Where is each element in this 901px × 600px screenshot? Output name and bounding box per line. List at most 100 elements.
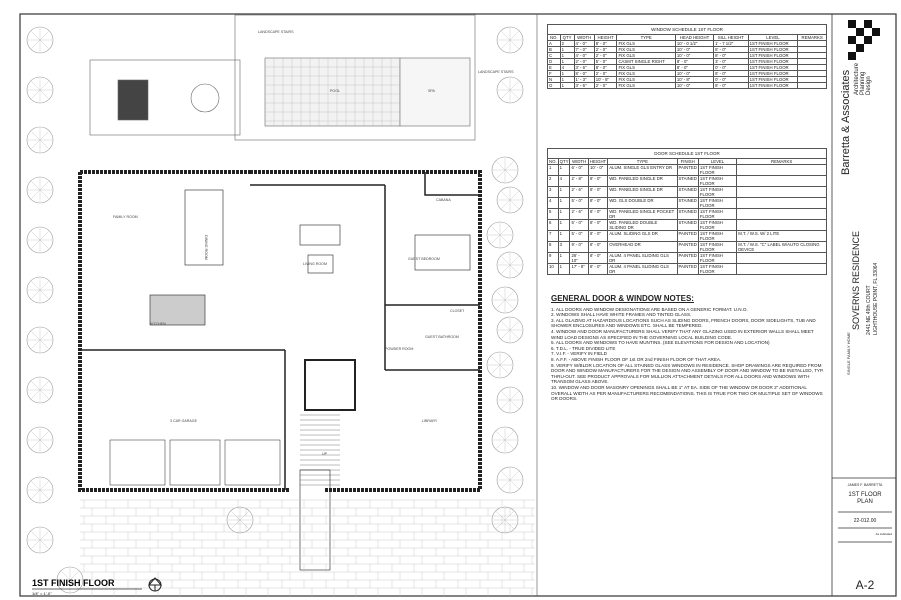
sheet-border bbox=[19, 13, 897, 597]
table-cell: 1ST FINISH FLOOR bbox=[697, 252, 738, 264]
door-schedule-title: DOOR SCHEDULE 1ST FLOOR bbox=[547, 148, 827, 158]
firm-sub: Design bbox=[866, 76, 872, 95]
room-label-guest-bathroom: GUEST BATHROOM bbox=[425, 335, 459, 339]
table-cell: 2' - 0" bbox=[593, 82, 618, 89]
driveway-paving bbox=[80, 499, 535, 596]
table-cell: 5 bbox=[547, 208, 559, 220]
room-label-closet: CLOSET bbox=[450, 309, 465, 313]
firm-name: Barretta & Associates bbox=[840, 69, 852, 175]
room-label-family: FAMILY ROOM bbox=[113, 215, 138, 219]
table-cell: FIX GLS bbox=[616, 82, 676, 89]
column-header: WIDTH bbox=[569, 158, 589, 165]
note-item: 9. VERIFY W/BLDR LOCATION OF ALL STAINED… bbox=[551, 362, 824, 385]
note-item: 8. A.F.F. - ABOVE FINISH FLOOR OF 1st OR… bbox=[551, 356, 722, 362]
table-cell: M.T. / W.S. W/ 2 LITE bbox=[736, 230, 827, 242]
room-label-pool: POOL bbox=[330, 89, 340, 93]
table-cell: WD. PANELED SINGLE DR bbox=[607, 175, 678, 187]
column-header: HEAD HEIGHT bbox=[674, 34, 715, 41]
room-label-cabana: CABANA bbox=[436, 198, 451, 202]
table-cell: 4 bbox=[547, 197, 559, 209]
table-cell: PAINTED bbox=[676, 241, 699, 253]
tree-icon bbox=[26, 176, 54, 204]
room-label-kitchen: KITCHEN bbox=[150, 322, 166, 326]
room-label-landscape-stairs: LANDSCAPE STAIRS bbox=[258, 30, 294, 34]
tree-icon bbox=[26, 326, 54, 354]
table-cell: 3 bbox=[557, 241, 571, 253]
table-cell: 2' - 6" bbox=[569, 186, 589, 198]
tree-icon bbox=[486, 221, 514, 249]
tree-icon bbox=[26, 126, 54, 154]
column-header: HEIGHT bbox=[593, 34, 618, 41]
room-label-living: LIVING ROOM bbox=[303, 262, 327, 266]
note-item: 2. WINDOWS SHALL HAVE WHITE FRAMES AND T… bbox=[551, 312, 692, 318]
note-item: 4. WINDOW AND DOOR MANUFACTURERS SHALL V… bbox=[551, 328, 814, 340]
table-cell: 1ST FINISH FLOOR bbox=[697, 197, 738, 209]
table-cell: O bbox=[547, 82, 561, 89]
table-cell: 8' - 0" bbox=[587, 186, 609, 198]
project-address-1: 2441 NE 49th COURT bbox=[866, 285, 872, 335]
window-schedule-title: WINDOW SCHEDULE 1ST FLOOR bbox=[547, 24, 827, 34]
table-cell bbox=[797, 82, 827, 89]
tree-icon bbox=[496, 251, 524, 279]
column-header: NO. bbox=[547, 158, 559, 165]
table-cell: ALUM. SINGLE GLS ENTRY DR bbox=[607, 164, 678, 176]
table-cell: STAINED bbox=[676, 219, 699, 231]
table-cell: 9 bbox=[547, 252, 559, 264]
table-cell: STAINED bbox=[676, 197, 699, 209]
table-cell: WD. PANELED SINGLE DR bbox=[607, 186, 678, 198]
room-label-guest-bedroom: GUEST BEDROOM bbox=[408, 257, 440, 261]
table-cell: 1 bbox=[557, 197, 571, 209]
project-address-2: LIGHTHOUSE POINT, FL 33064 bbox=[873, 262, 879, 335]
table-cell: 1ST FINISH FLOOR bbox=[697, 208, 738, 220]
tree-icon bbox=[496, 26, 524, 54]
table-cell: PAINTED bbox=[676, 164, 699, 176]
table-cell: 3 bbox=[547, 186, 559, 198]
table-cell: 1 bbox=[557, 164, 571, 176]
table-cell: WD. PANELED SINGLE POCKET DR bbox=[607, 208, 678, 220]
tree-icon bbox=[26, 376, 54, 404]
table-cell: 8' - 0" bbox=[587, 197, 609, 209]
project-name: SOVERNS RESIDENCE bbox=[851, 230, 861, 330]
tree-icon bbox=[26, 276, 54, 304]
table-cell: 4 bbox=[557, 175, 571, 187]
plan-title: 1ST FINISH FLOOR bbox=[32, 578, 115, 588]
table-cell: PAINTED bbox=[676, 252, 699, 264]
table-cell: 1 bbox=[557, 186, 571, 198]
room-label-library: LIBRARY bbox=[422, 419, 438, 423]
architect-name: JAMES F. BARRETTA bbox=[847, 483, 883, 487]
table-cell bbox=[736, 219, 827, 231]
room-label-powder: POWDER ROOM bbox=[385, 347, 413, 351]
table-cell: 1ST FINISH FLOOR bbox=[697, 175, 738, 187]
table-cell: 1ST FINISH FLOOR bbox=[697, 230, 738, 242]
tree-icon bbox=[496, 76, 524, 104]
table-cell: 8' - 0" bbox=[587, 263, 609, 275]
plan-scale: 1/4" = 1'-0" bbox=[32, 591, 52, 596]
table-cell: 8' - 0" bbox=[587, 175, 609, 187]
table-cell: 8' - 0" bbox=[587, 252, 609, 264]
note-item: 5. ALL DOORS AND WINDOWS TO HAVE MUNTINS… bbox=[551, 340, 770, 346]
firm-tagline: Architecture Planning Design bbox=[854, 63, 872, 95]
table-cell: 8' - 0" bbox=[587, 230, 609, 242]
tree-icon bbox=[26, 26, 54, 54]
room-label-garage: 3 CAR GARAGE bbox=[170, 419, 198, 423]
tree-icon bbox=[26, 476, 54, 504]
note-item: 10. WINDOW AND DOOR MASONRY OPENINGS SHA… bbox=[551, 384, 823, 402]
column-header: HEIGHT bbox=[587, 158, 609, 165]
table-cell: 5' - 0" bbox=[569, 197, 589, 209]
column-header: QTY bbox=[557, 158, 571, 165]
house-walls bbox=[78, 170, 482, 571]
table-cell: 10' - 0" bbox=[587, 164, 609, 176]
tree-icon bbox=[26, 76, 54, 104]
table-cell: 1ST FINISH FLOOR bbox=[697, 219, 738, 231]
sheet-title: 1ST FLOOR PLAN bbox=[848, 492, 882, 505]
table-cell: 10 bbox=[547, 263, 559, 275]
